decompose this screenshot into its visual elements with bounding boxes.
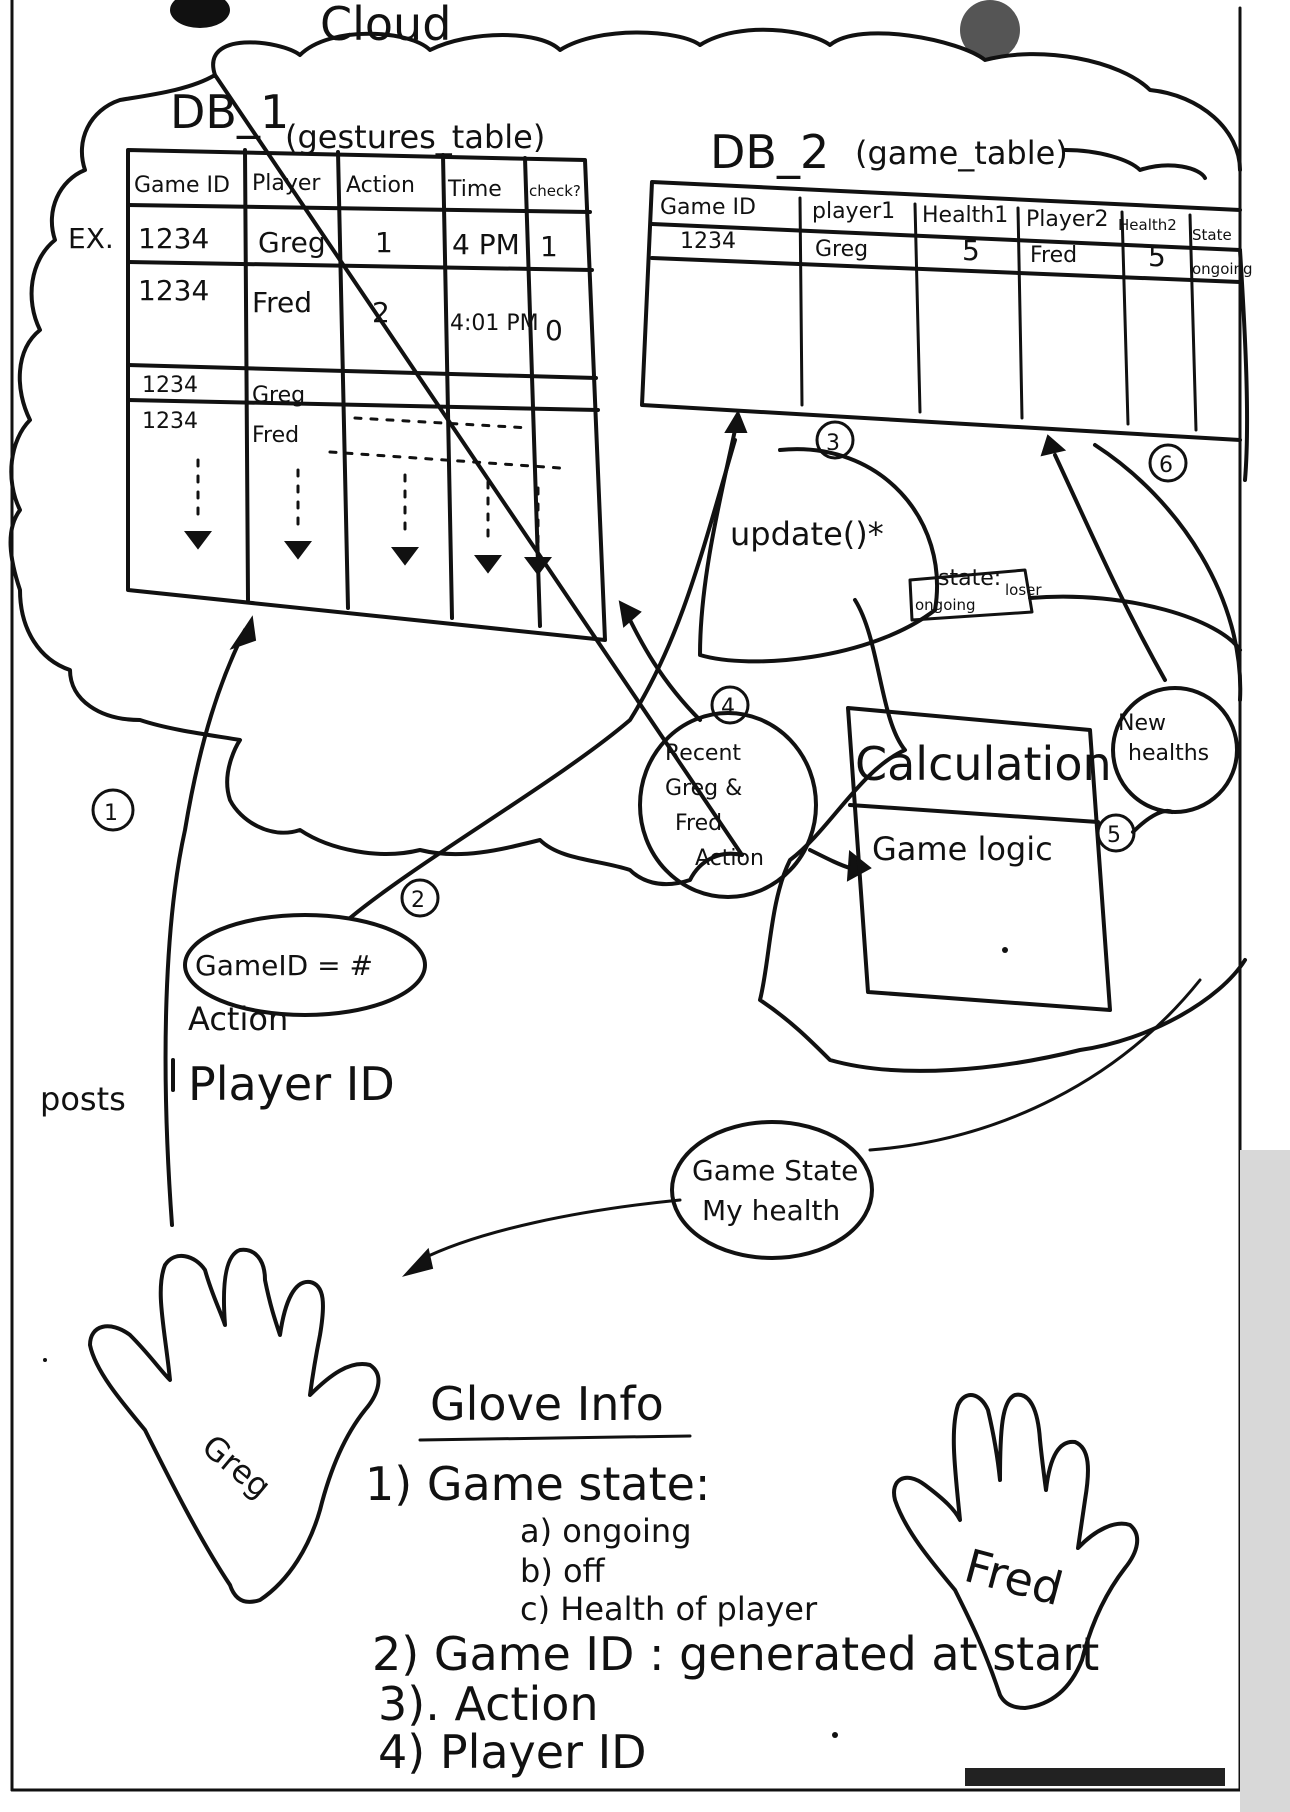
db1-row-label: EX. <box>68 222 114 255</box>
calculation-box <box>846 706 1112 1012</box>
db1-table <box>126 148 607 642</box>
step-5-label: 5 <box>1107 823 1121 848</box>
glove-info-item-1a: a) ongoing <box>520 1512 692 1550</box>
db1-cell: Greg <box>252 383 305 408</box>
glove-info-title: Glove Info <box>430 1377 664 1431</box>
db1-cell: 1234 <box>142 409 198 434</box>
glove-info-item-1b: b) off <box>520 1552 606 1590</box>
db2-cell: Greg <box>815 237 868 262</box>
db1-cell: Fred <box>252 423 299 448</box>
update-label: update()* <box>730 515 884 553</box>
state-note-box <box>908 568 1034 622</box>
db1-cell: Greg <box>258 226 326 259</box>
db2-cell: ongoing <box>1192 260 1253 278</box>
greg-hand <box>88 1247 381 1604</box>
step-2-label: 2 <box>411 888 425 913</box>
step-1-marker <box>91 788 135 832</box>
glove-info-item-2: 2) Game ID : generated at start <box>372 1627 1099 1681</box>
db1-row-1: 1234 Greg 1 4 PM 1 <box>138 222 558 263</box>
db2-col-health1: Health1 <box>922 203 1008 228</box>
game-state-line-2: My health <box>702 1194 840 1227</box>
game-state-line-1: Game State <box>692 1154 858 1187</box>
glove-info-item-1c: c) Health of player <box>520 1590 818 1628</box>
db2-header-row: Game ID player1 Health1 Player2 Health2 … <box>660 195 1232 244</box>
new-healths-line-2: healths <box>1128 741 1209 766</box>
db2-col-state: State <box>1192 226 1232 244</box>
db2-cell: 1234 <box>680 229 736 254</box>
db2-col-game-id: Game ID <box>660 195 756 220</box>
calculation-body: Game logic <box>872 830 1053 868</box>
db1-row-2: 1234 Fred 2 4:01 PM 0 <box>138 274 563 347</box>
state-note-ongoing: ongoing <box>915 596 976 614</box>
db1-col-player: Player <box>252 171 321 196</box>
step-3-label: 3 <box>826 431 840 456</box>
step-6-marker <box>1148 443 1188 483</box>
db1-cell: Fred <box>252 286 312 319</box>
game-id-bubble <box>183 913 427 1017</box>
db2-subtitle: (game_table) <box>855 134 1068 172</box>
step-3-marker <box>815 420 855 460</box>
cloud-title: Cloud <box>320 0 451 51</box>
fred-hand <box>892 1392 1140 1710</box>
action-label: Action <box>188 1000 288 1038</box>
db1-cell: 0 <box>545 314 563 347</box>
recent-line-3: Fred <box>675 811 722 836</box>
game-state-bubble <box>670 1120 874 1260</box>
db1-col-game-id: Game ID <box>134 173 230 198</box>
db1-header-row: Game ID Player Action Time check? <box>134 171 581 202</box>
db2-col-health2: Health2 <box>1118 216 1177 234</box>
player-id-label: Player ID <box>188 1057 395 1111</box>
update-loop <box>698 428 939 664</box>
state-note-label: state: <box>938 566 1001 591</box>
db1-title: DB_1 <box>170 85 289 139</box>
cloud-outline <box>8 27 1250 1073</box>
db2-col-player1: player1 <box>812 199 895 224</box>
db1-cell: 1234 <box>138 222 209 255</box>
new-healths-line-1: New <box>1118 711 1166 736</box>
recent-line-1: Recent <box>665 741 741 766</box>
state-note-loser: loser <box>1005 581 1042 599</box>
step-4-label: 4 <box>721 695 735 720</box>
db2-cell: 5 <box>1148 240 1166 273</box>
glove-info-item-4: 4) Player ID <box>378 1725 647 1779</box>
db2-cell: Fred <box>1030 243 1077 268</box>
calculation-title: Calculation <box>855 737 1112 791</box>
db1-col-time: Time <box>447 177 502 202</box>
posts-label: posts <box>40 1080 126 1118</box>
db2-table <box>640 180 1242 442</box>
db2-col-player2: Player2 <box>1026 207 1108 232</box>
db1-row-3: 1234 Greg 1234 Fred <box>142 373 305 448</box>
db1-col-check: check? <box>529 182 581 200</box>
db1-cell: 1234 <box>142 373 198 398</box>
recent-line-2: Greg & <box>665 776 742 801</box>
new-healths-bubble <box>1111 686 1239 814</box>
db2-title: DB_2 <box>710 125 829 179</box>
db1-cell: 2 <box>372 296 390 329</box>
glove-info-item-1: 1) Game state: <box>365 1457 710 1511</box>
db1-continuation-marks <box>184 416 562 576</box>
db1-cell: 1234 <box>138 274 209 307</box>
db1-col-action: Action <box>346 173 415 198</box>
step-1-label: 1 <box>104 801 118 826</box>
db2-cell: 5 <box>962 234 980 267</box>
game-id-text: GameID = # <box>195 949 373 982</box>
glove-info-item-3: 3). Action <box>378 1677 599 1731</box>
step-4-marker <box>710 685 750 725</box>
db1-cell: 4 PM <box>452 228 520 261</box>
db1-cell: 1 <box>540 230 558 263</box>
db1-subtitle: (gestures_table) <box>285 118 545 156</box>
step-2-marker <box>400 878 440 918</box>
db2-row: 1234 Greg 5 Fred 5 ongoing <box>680 229 1253 278</box>
db1-cell: 1 <box>375 226 393 259</box>
recent-actions-bubble <box>638 711 818 899</box>
recent-line-4: Action <box>695 846 764 871</box>
step-6-label: 6 <box>1159 453 1173 478</box>
db1-cell: 4:01 PM <box>450 311 539 336</box>
